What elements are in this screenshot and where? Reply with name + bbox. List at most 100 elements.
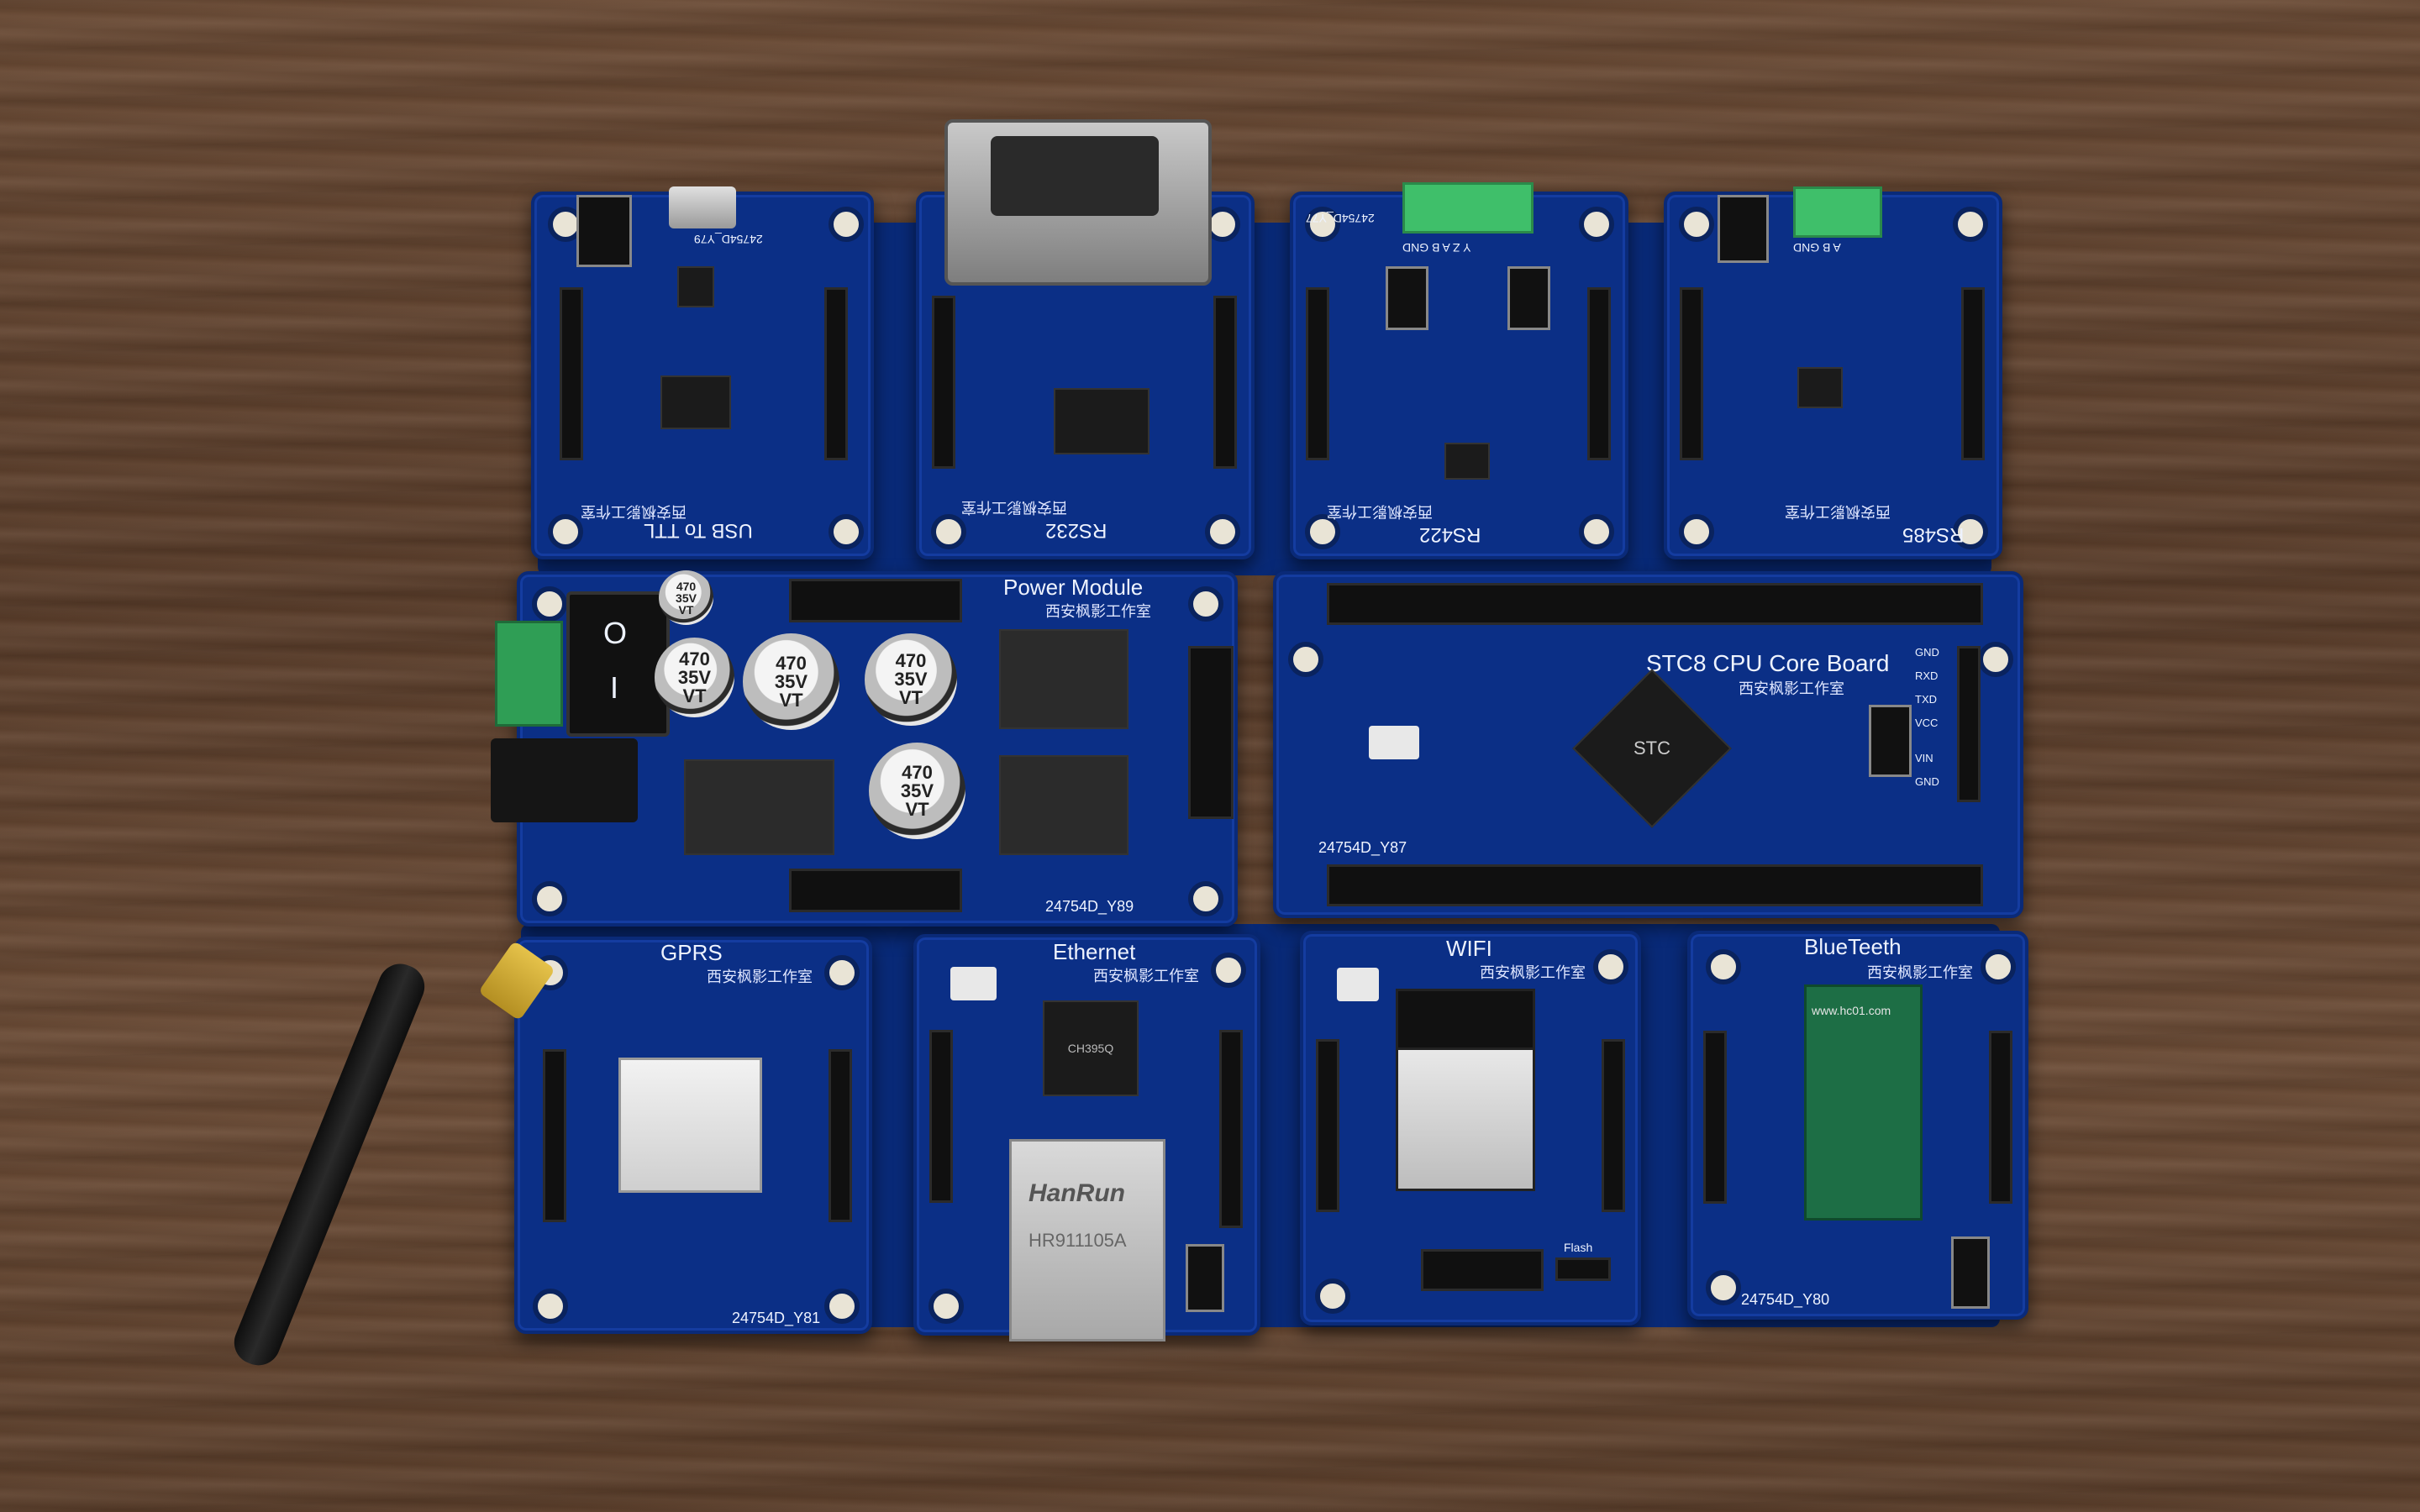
- jack-model: HR911105A: [1028, 1230, 1127, 1251]
- mount-hole: [929, 1289, 964, 1324]
- pin-header-bottom: [1421, 1249, 1544, 1291]
- mount-hole: [1579, 207, 1614, 242]
- board-title: Power Module: [1003, 575, 1144, 600]
- mount-hole: [1593, 949, 1628, 984]
- rj45-jack: HanRun HR911105A: [1009, 1139, 1165, 1341]
- mount-hole: [533, 1289, 568, 1324]
- mount-hole: [1188, 586, 1223, 622]
- reset-button[interactable]: [1369, 726, 1419, 759]
- usb-to-ttl-board: 24754D_Y79 USB To TTL 西安枫影工作室: [531, 186, 874, 559]
- mount-hole: [532, 881, 567, 916]
- mount-hole: [1981, 949, 2016, 984]
- mount-hole: [548, 514, 583, 549]
- pin-header-left: [543, 1049, 566, 1222]
- reset-button[interactable]: [1337, 968, 1379, 1001]
- board-subtitle: 西安枫影工作室: [1045, 603, 1151, 620]
- mount-hole: [1579, 514, 1614, 549]
- pin-header-right: [829, 1049, 852, 1222]
- board-title: RS485: [1902, 523, 1965, 546]
- pin-header-left: [560, 287, 583, 460]
- micro-usb-connector: [669, 186, 736, 228]
- hc05-module: www.hc01.com: [1804, 984, 1923, 1221]
- stc8-cpu-board: STC8 CPU Core Board 西安枫影工作室 STC GND RXD …: [1273, 571, 2023, 918]
- capacitor: 470 35V VT: [865, 633, 957, 726]
- esp8266-antenna-area: [1396, 989, 1535, 1053]
- board-code: 24754D_Y79: [694, 233, 763, 246]
- board-subtitle: 西安枫影工作室: [1785, 503, 1891, 520]
- capacitor: 470 35V VT: [659, 570, 713, 625]
- regulator-chip: [999, 629, 1128, 729]
- pin-label: GND: [1915, 775, 1939, 788]
- mount-hole: [829, 514, 864, 549]
- chip-model: CH395Q: [1067, 1042, 1114, 1055]
- switch-on-mark: I: [610, 670, 619, 705]
- mount-hole: [1288, 642, 1323, 677]
- mount-hole: [931, 514, 966, 549]
- pin-label: RXD: [1915, 669, 1939, 682]
- gprs-board: GPRS 西安枫影工作室 24754D_Y81: [514, 937, 872, 1334]
- pin-header-right: [1213, 296, 1237, 469]
- board-subtitle: 西安枫影工作室: [961, 499, 1067, 516]
- pin-header-left: [929, 1030, 953, 1203]
- pin-header-right: [1188, 646, 1234, 819]
- board-code: 24754D_Y77: [1306, 212, 1375, 225]
- pin-header-left: [1316, 1039, 1339, 1212]
- uart-header: [1957, 646, 1981, 802]
- board-code: 24754D_Y87: [1318, 839, 1407, 856]
- gsm-module: [618, 1058, 762, 1193]
- flash-label: Flash: [1564, 1241, 1593, 1254]
- antenna: [227, 957, 431, 1373]
- board-subtitle: 西安枫影工作室: [1480, 964, 1586, 981]
- terminal-block: [1793, 186, 1882, 238]
- board-title: WIFI: [1446, 936, 1492, 961]
- board-subtitle: 西安枫影工作室: [1739, 680, 1844, 697]
- terminal-label: A B GND: [1793, 241, 1841, 255]
- slide-switch: [1718, 195, 1769, 263]
- board-code: 24754D_Y89: [1045, 898, 1134, 915]
- bluetooth-board: BlueTeeth 西安枫影工作室 www.hc01.com 24754D_Y8…: [1687, 931, 2028, 1320]
- screw-terminal: [495, 621, 563, 727]
- reset-button[interactable]: [950, 967, 997, 1000]
- pin-header-right: [1219, 1030, 1243, 1228]
- slide-switch: [1186, 1244, 1224, 1312]
- pin-header-bottom: [1327, 864, 1983, 906]
- rs422-board: Y Z A B GND 24754D_Y77 RS422 西安枫影工作室: [1290, 182, 1628, 559]
- mount-hole: [829, 207, 864, 242]
- ethernet-controller-chip: CH395Q: [1043, 1000, 1139, 1096]
- pin-header-left: [1703, 1031, 1727, 1204]
- mount-hole: [1706, 1270, 1741, 1305]
- db9-shell: [991, 136, 1159, 216]
- regulator-chip: [684, 759, 834, 855]
- pin-header-bottom: [789, 869, 962, 912]
- slide-switch: [576, 195, 632, 267]
- rs485-board: A B GND RS485 西安枫影工作室: [1664, 186, 2002, 559]
- pin-label: GND: [1915, 646, 1939, 659]
- pin-header-right: [1602, 1039, 1625, 1212]
- pin-header-left: [932, 296, 955, 469]
- ethernet-board: Ethernet 西安枫影工作室 CH395Q HanRun HR911105A: [913, 934, 1260, 1341]
- mount-hole: [1211, 953, 1246, 988]
- slide-switch: [1951, 1236, 1990, 1309]
- board-subtitle: 西安枫影工作室: [1327, 503, 1433, 520]
- pin-label: VIN: [1915, 752, 1933, 764]
- mount-hole: [1305, 207, 1340, 242]
- mount-hole: [1978, 642, 2013, 677]
- dc-barrel-jack: [491, 738, 638, 822]
- slide-switch: [1869, 705, 1912, 777]
- slide-switch: [1507, 266, 1550, 330]
- flash-header: [1555, 1257, 1611, 1281]
- wifi-board: WIFI 西安枫影工作室 Flash: [1300, 931, 1641, 1326]
- pin-label: TXD: [1915, 693, 1937, 706]
- mount-hole: [1315, 1278, 1350, 1314]
- board-title: GPRS: [660, 940, 723, 965]
- mount-hole: [1305, 514, 1340, 549]
- mount-hole: [1205, 514, 1240, 549]
- board-code: 24754D_Y80: [1741, 1291, 1830, 1308]
- capacitor: 470 35V VT: [655, 638, 734, 717]
- pin-header-right: [824, 287, 848, 460]
- board-subtitle: 西安枫影工作室: [581, 503, 687, 520]
- rocker-switch: O I: [566, 591, 670, 737]
- capacitor: 470 35V VT: [743, 633, 839, 730]
- board-subtitle: 西安枫影工作室: [1867, 964, 1973, 981]
- mount-hole: [1679, 207, 1714, 242]
